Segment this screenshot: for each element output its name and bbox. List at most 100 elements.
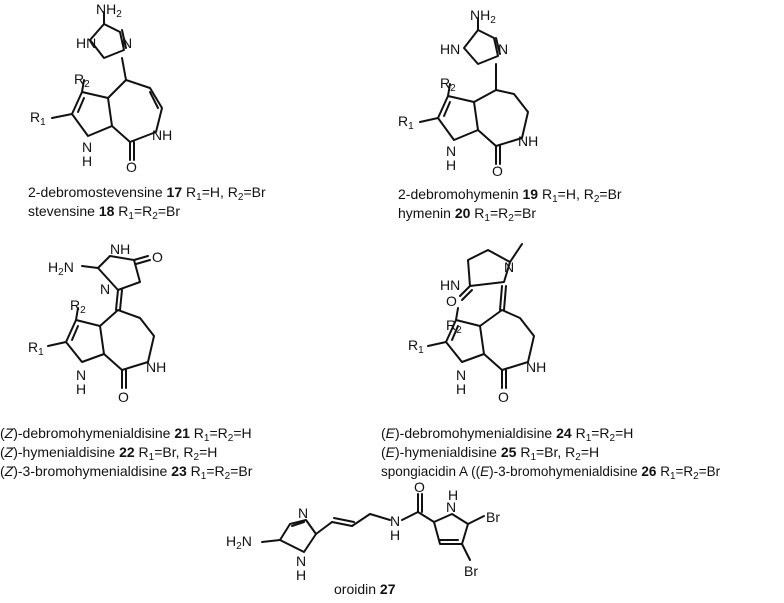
atom-nh-amide: NH: [152, 127, 172, 143]
atom-hn: HN: [440, 277, 460, 293]
caption-name: )-hymenialdisine: [13, 444, 116, 460]
caption-prefix: spongiacidin A ((: [381, 464, 481, 479]
caption-name: )-debromohymenialdisine: [13, 425, 171, 441]
caption-name: hymenin: [398, 205, 451, 221]
structure-19-20: [419, 17, 529, 165]
atom-br: Br: [464, 563, 478, 579]
caption-26: spongiacidin A ((E)-3-bromohymenialdisin…: [381, 462, 720, 486]
atom-r1: R1: [30, 109, 46, 128]
structure-27: [261, 493, 485, 561]
caption-substituents: R1=R2=H: [193, 425, 252, 444]
compound-number: 23: [171, 463, 187, 479]
atom-nh: N: [456, 367, 466, 383]
atom-hn: HN: [440, 41, 460, 57]
atom-n: N: [446, 499, 456, 515]
caption-21: (Z)-debromohymenialdisine 21 R1=R2=H: [0, 424, 252, 448]
atom-h: H: [390, 527, 400, 543]
caption-27: oroidin 27: [334, 580, 396, 599]
caption-name: oroidin: [334, 581, 377, 597]
caption-substituents: R1=R2=Br: [474, 205, 537, 224]
caption-25: (E)-hymenialdisine 25 R1=Br, R2=H: [381, 443, 599, 467]
caption-name: 2-debromohymenin: [398, 186, 519, 202]
atom-r1: R1: [28, 339, 44, 358]
caption-name: )-3-bromohymenialdisine: [489, 464, 638, 479]
caption-prefix: (: [0, 425, 5, 441]
compound-number: 24: [556, 425, 572, 441]
atom-h: H: [456, 381, 466, 397]
caption-isomer: E: [385, 425, 396, 441]
atom-hn: HN: [76, 35, 96, 51]
atom-o: O: [498, 389, 509, 405]
atom-nh: NH: [110, 241, 130, 257]
atom-nh: N: [76, 367, 86, 383]
caption-prefix: (: [0, 444, 5, 460]
structure-24-26: [427, 243, 535, 389]
caption-23: (Z)-3-bromohymenialdisine 23 R1=R2=Br: [0, 462, 252, 486]
caption-prefix: (: [0, 463, 5, 479]
atom-nh2: NH2: [96, 1, 122, 20]
atom-nh-amide: NH: [518, 133, 538, 149]
caption-prefix: (: [381, 444, 386, 460]
atom-r1: R1: [398, 113, 414, 132]
caption-24: (E)-debromohymenialdisine 24 R1=R2=H: [381, 424, 633, 448]
atom-h: H: [448, 487, 458, 503]
caption-substituents: R1=H, R2=Br: [541, 186, 622, 205]
caption-isomer: Z: [4, 425, 14, 441]
caption-isomer: Z: [4, 444, 14, 460]
atom-o: O: [126, 159, 137, 175]
caption-substituents: R1=R2=H: [575, 425, 634, 444]
atom-h2n: H2N: [48, 259, 74, 278]
atom-n: N: [498, 41, 508, 57]
atom-n: N: [122, 35, 132, 51]
caption-name: )-hymenialdisine: [395, 444, 497, 460]
compound-number: 26: [641, 464, 657, 479]
caption-name: 2-debromostevensine: [28, 184, 163, 200]
atom-n: N: [504, 259, 514, 275]
caption-prefix: (: [381, 425, 386, 441]
caption-17: 2-debromostevensine 17 R1=H, R2=Br: [28, 183, 266, 207]
caption-substituents: R1=Br, R2=H: [520, 444, 600, 463]
compound-number: 21: [174, 425, 190, 441]
compound-number: 18: [98, 203, 115, 219]
atom-nh-amide: NH: [146, 359, 166, 375]
atom-o: O: [446, 293, 457, 309]
atom-h: H: [446, 157, 456, 173]
caption-name: )-3-bromohymenialdisine: [13, 463, 168, 479]
caption-22: (Z)-hymenialdisine 22 R1=Br, R2=H: [0, 443, 217, 467]
compound-number: 20: [454, 205, 471, 221]
compound-number: 25: [500, 444, 517, 460]
caption-substituents: R1=R2=Br: [190, 463, 253, 482]
atom-nh: N: [82, 139, 92, 155]
caption-20: hymenin 20 R1=R2=Br: [398, 204, 536, 228]
atom-h: H: [82, 153, 92, 169]
structure-17-18: [51, 11, 163, 161]
atom-h2n: H2N: [226, 533, 252, 552]
caption-substituents: R1=R2=Br: [118, 203, 181, 222]
caption-isomer: E: [480, 464, 490, 479]
atom-nh: N: [446, 143, 456, 159]
atom-nh2: NH2: [470, 7, 496, 26]
caption-18: stevensine 18 R1=R2=Br: [28, 202, 180, 226]
compound-number: 27: [379, 581, 396, 597]
structure-21-23: [47, 255, 155, 389]
caption-isomer: E: [385, 444, 396, 460]
caption-substituents: R1=Br, R2=H: [138, 444, 218, 463]
caption-name: )-debromohymenialdisine: [395, 425, 553, 441]
atom-o: O: [492, 163, 503, 179]
caption-name: stevensine: [28, 203, 95, 219]
atom-n: N: [100, 281, 110, 297]
atom-o: O: [414, 479, 425, 495]
atom-r1: R1: [408, 337, 424, 356]
caption-19: 2-debromohymenin 19 R1=H, R2=Br: [398, 185, 622, 209]
atom-nh: N: [296, 553, 306, 569]
compound-number: 17: [166, 184, 183, 200]
atom-o: O: [118, 389, 129, 405]
atom-nh-amide: NH: [526, 359, 546, 375]
atom-h: H: [76, 381, 86, 397]
compound-number: 19: [522, 186, 539, 202]
atom-br: Br: [486, 509, 500, 525]
compound-number: 22: [119, 444, 135, 460]
atom-h: H: [296, 567, 306, 583]
caption-isomer: Z: [4, 463, 14, 479]
